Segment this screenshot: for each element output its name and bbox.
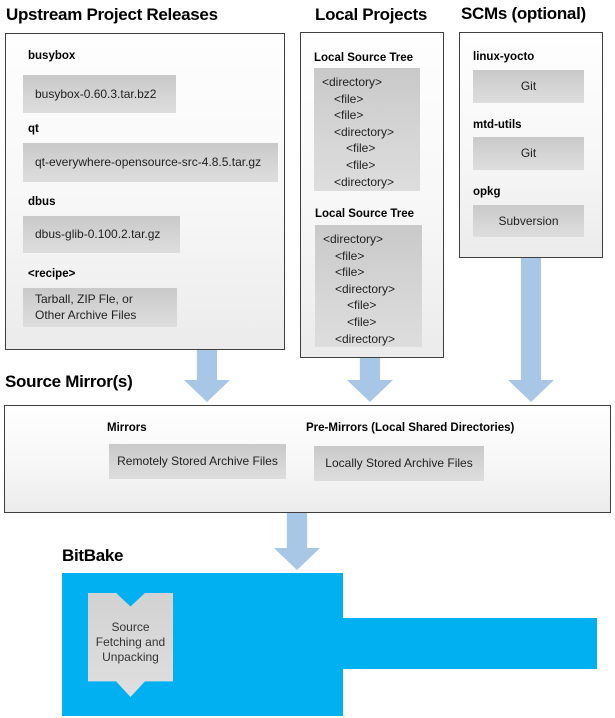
tree-line: <file> <box>335 248 365 263</box>
flow-arrow-local-to-mirrors <box>347 358 393 402</box>
upstream-panel: busybox busybox-0.60.3.tar.bz2 qt qt-eve… <box>5 33 285 350</box>
tree-line: <file> <box>335 265 365 280</box>
upstream-entry-label-busybox: busybox <box>28 50 76 62</box>
tree-line: <file> <box>346 141 376 156</box>
upstream-title: Upstream Project Releases <box>6 5 218 24</box>
scms-panel: linux-yocto Git mtd-utils Git opkg Subve… <box>459 32 603 258</box>
tree-line: <directory> <box>335 281 396 296</box>
tree-line: <directory> <box>322 75 383 89</box>
scm-label-opkg: opkg <box>473 186 501 198</box>
scm-label-linux-yocto: linux-yocto <box>473 51 535 63</box>
tree-line: <directory> <box>335 331 396 346</box>
upstream-entry-box-qt: qt-everywhere-opensource-src-4.8.5.tar.g… <box>23 143 278 182</box>
upstream-entry-box-dbus: dbus-glib-0.100.2.tar.gz <box>23 216 180 253</box>
source-fetching-ribbon: Source Fetching and Unpacking <box>88 593 173 697</box>
tree-line: <directory> <box>334 174 395 189</box>
local-source-tree-label-1: Local Source Tree <box>314 52 414 64</box>
flow-arrow-upstream-to-mirrors <box>184 350 230 402</box>
premirrors-label: Pre-Mirrors (Local Shared Directories) <box>306 422 515 434</box>
tree-line: <file> <box>347 314 377 329</box>
upstream-entry-box-busybox: busybox-0.60.3.tar.bz2 <box>23 75 176 113</box>
local-projects-panel: Local Source Tree <directory> <file> <fi… <box>300 32 444 358</box>
tree-line: <directory> <box>323 232 384 246</box>
scms-title: SCMs (optional) <box>461 4 586 23</box>
bitbake-title: BitBake <box>62 546 124 565</box>
tree-line: <file> <box>334 108 364 123</box>
tree-line: <file> <box>334 91 364 106</box>
scm-box-opkg: Subversion <box>473 205 584 237</box>
bitbake-output-bar <box>343 618 597 669</box>
mirrors-box: Remotely Stored Archive Files <box>109 444 286 479</box>
local-projects-title: Local Projects <box>314 5 427 24</box>
upstream-entry-label-recipe: <recipe> <box>28 268 76 280</box>
local-source-tree-label-2: Local Source Tree <box>315 208 415 220</box>
source-mirrors-title: Source Mirror(s) <box>5 372 133 391</box>
scm-box-linux-yocto: Git <box>473 70 584 103</box>
scm-label-mtd-utils: mtd-utils <box>473 119 522 131</box>
upstream-entry-label-qt: qt <box>28 123 39 135</box>
local-source-tree-box-1: <directory> <file> <file> <directory> <f… <box>314 68 420 191</box>
local-source-tree-box-2: <directory> <file> <file> <directory> <f… <box>315 225 422 347</box>
premirrors-box: Locally Stored Archive Files <box>314 446 484 481</box>
flow-arrow-scms-to-mirrors <box>508 258 554 402</box>
tree-line: <directory> <box>334 124 395 139</box>
tree-line: <file> <box>347 298 377 313</box>
flow-arrow-mirrors-to-bitbake <box>274 513 320 570</box>
upstream-entry-box-recipe: Tarball, ZIP Fle, or Other Archive Files <box>23 288 177 327</box>
source-mirrors-panel: Mirrors Remotely Stored Archive Files Pr… <box>4 405 611 513</box>
upstream-entry-label-dbus: dbus <box>28 196 56 208</box>
tree-line: <file> <box>346 157 376 172</box>
scm-box-mtd-utils: Git <box>473 137 584 170</box>
mirrors-label: Mirrors <box>107 422 147 434</box>
